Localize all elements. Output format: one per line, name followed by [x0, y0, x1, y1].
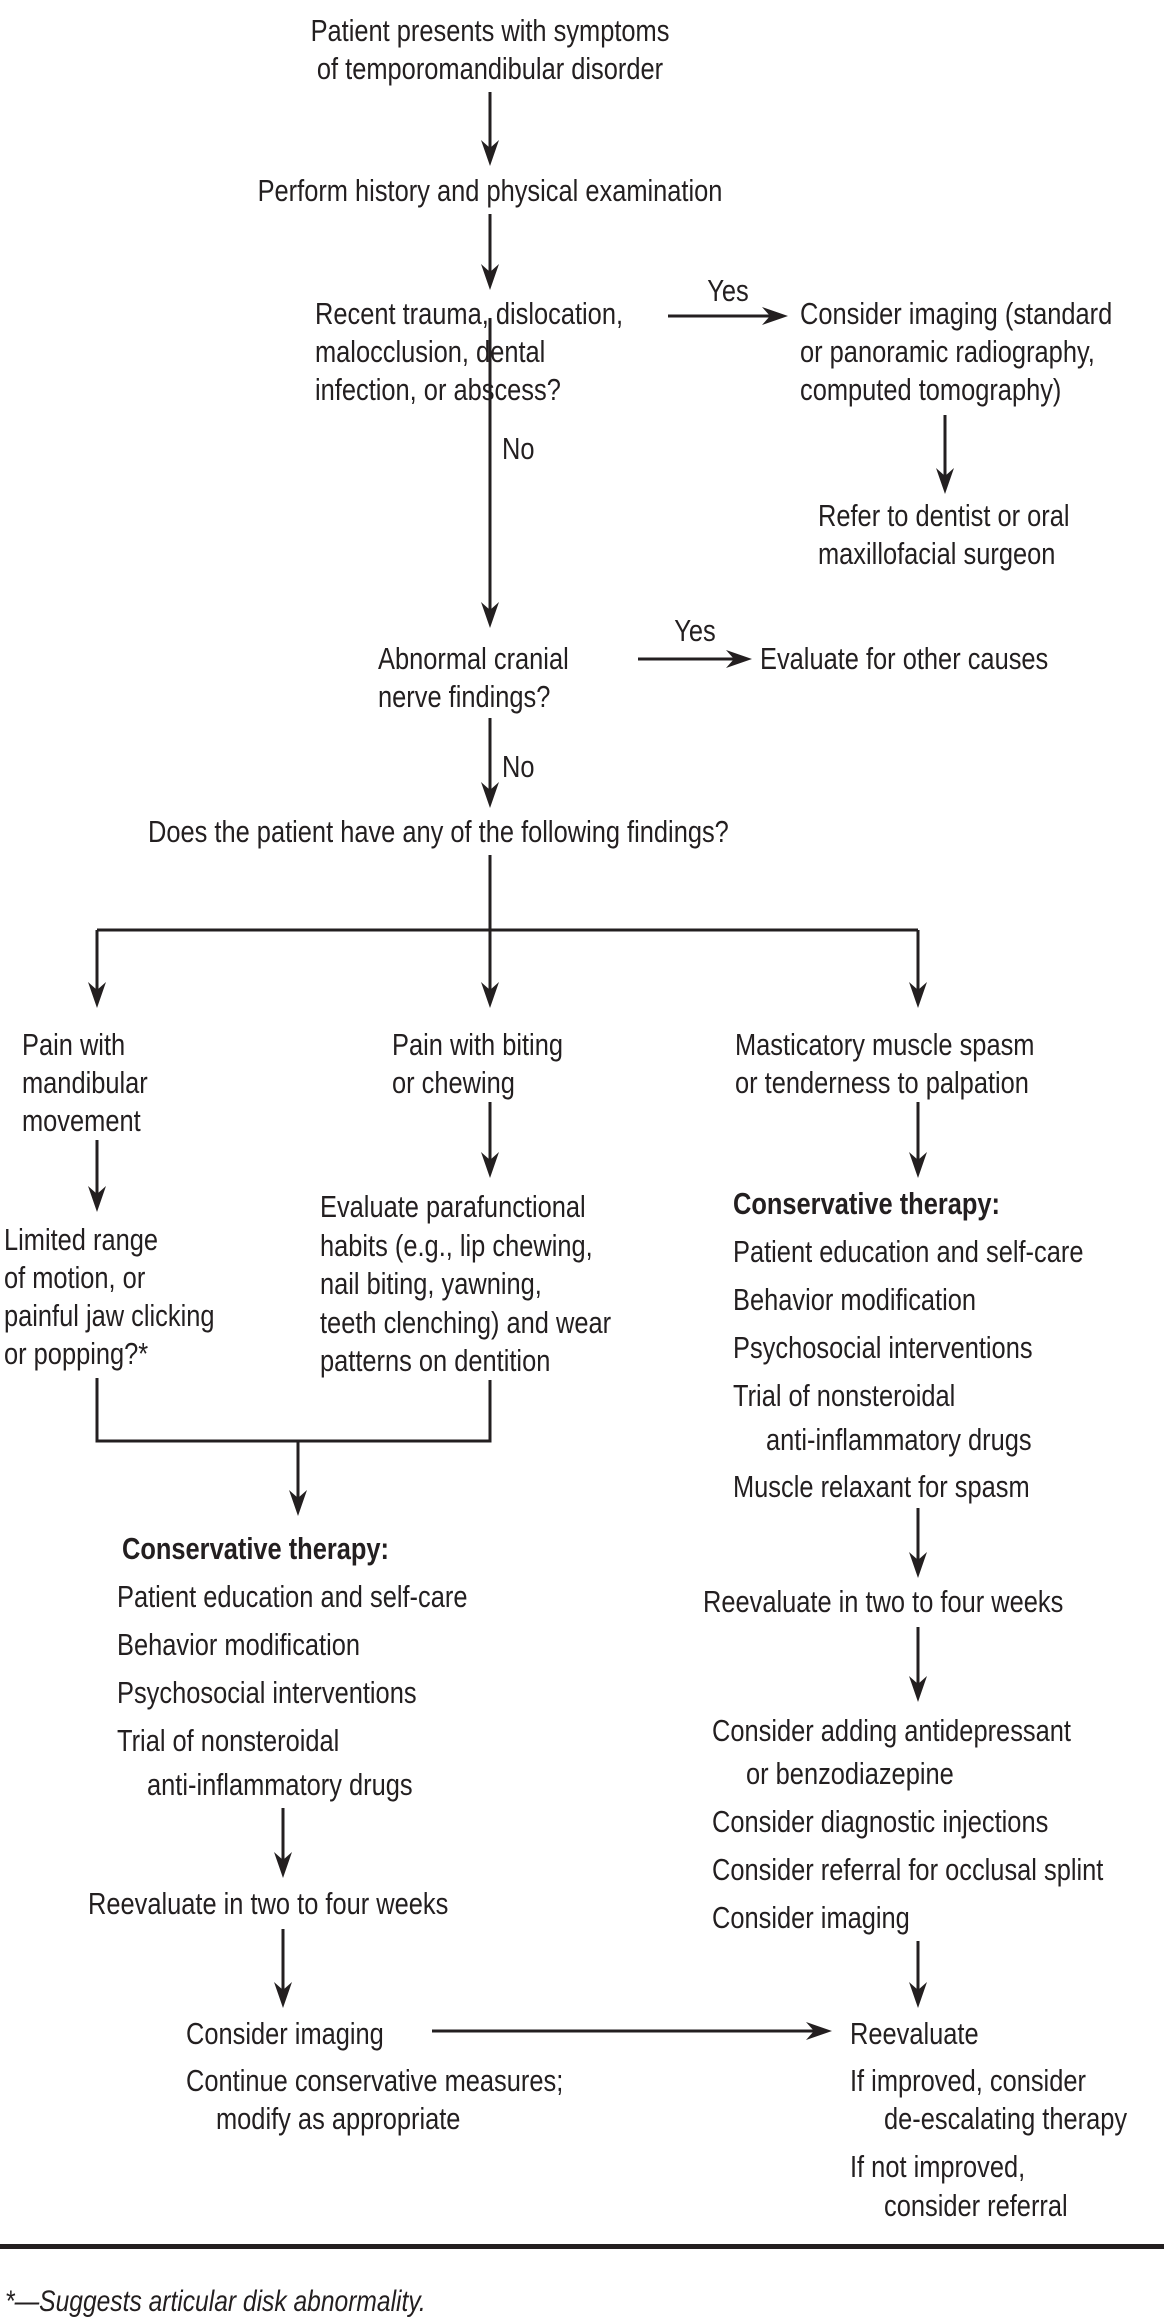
conservative-left-item4: Trial of nonsteroidal: [117, 1723, 340, 1758]
parafunctional-line3: nail biting, yawning,: [320, 1266, 542, 1301]
start-node-line1: Patient presents with symptoms: [310, 13, 670, 48]
consider-imaging-top-line3: computed tomography): [800, 372, 1062, 407]
findings-question-node: Does the patient have any of the followi…: [148, 814, 729, 849]
arrow-no-cranial: [481, 318, 499, 628]
parafunctional-line5: patterns on dentition: [320, 1343, 551, 1378]
arrow-yes-evaluate-other: [638, 650, 752, 668]
cranial-question-line1: Abnormal cranial: [378, 641, 569, 676]
arrow-start-history: [481, 92, 499, 166]
trauma-question-line1: Recent trauma, dislocation,: [315, 296, 624, 331]
arrow-imaging-reevaluate-final: [432, 2022, 832, 2040]
no-label-cranial: No: [502, 749, 535, 784]
conservative-right-title: Conservative therapy:: [733, 1186, 1001, 1221]
arrow-reevaluate-imaging-bottom: [274, 1929, 292, 2008]
consider-imaging-top-line2: or panoramic radiography,: [800, 334, 1095, 369]
limited-range-line1: Limited range: [4, 1222, 159, 1257]
parafunctional-line2: habits (e.g., lip chewing,: [320, 1228, 593, 1263]
conservative-right-item4-wrap: anti-inflammatory drugs: [766, 1422, 1032, 1457]
masticatory-line2: or tenderness to palpation: [735, 1065, 1029, 1100]
limited-range-line4: or popping?*: [4, 1336, 149, 1371]
parafunctional-line1: Evaluate parafunctional: [320, 1189, 586, 1224]
arrow-masticatory-conservative: [909, 1102, 927, 1178]
no-label-trauma: No: [502, 431, 535, 466]
outcome-line3: If not improved,: [850, 2149, 1026, 2184]
pain-biting-line1: Pain with biting: [392, 1027, 563, 1062]
cranial-question-line2: nerve findings?: [378, 679, 551, 714]
yes-label-cranial: Yes: [674, 613, 716, 648]
evaluate-other-node: Evaluate for other causes: [760, 641, 1049, 676]
continue-conservative-line1: Continue conservative measures;: [186, 2063, 564, 2098]
trauma-question-line3: infection, or abscess?: [315, 372, 561, 407]
branch-split: [88, 855, 927, 1008]
arrow-reevaluate-consider-block: [909, 1627, 927, 1702]
refer-dentist-line1: Refer to dentist or oral: [818, 498, 1070, 533]
limited-range-line3: painful jaw clicking: [4, 1298, 215, 1333]
conservative-right-item5: Muscle relaxant for spasm: [733, 1469, 1030, 1504]
conservative-left-item1: Patient education and self-care: [117, 1579, 468, 1614]
arrow-no-findings: [481, 718, 499, 808]
consider-block-line4: Consider referral for occlusal splint: [712, 1852, 1104, 1887]
conservative-right-item1: Patient education and self-care: [733, 1234, 1084, 1269]
outcome-line1: If improved, consider: [850, 2063, 1086, 2098]
masticatory-line1: Masticatory muscle spasm: [735, 1027, 1035, 1062]
arrow-yes-imaging: [668, 307, 788, 325]
parafunctional-line4: teeth clenching) and wear: [320, 1305, 612, 1340]
start-node-line2: of temporomandibular disorder: [316, 51, 664, 86]
conservative-right-item3: Psychosocial interventions: [733, 1330, 1033, 1365]
merge-bracket: [95, 1378, 492, 1516]
limited-range-line2: of motion, or: [4, 1260, 146, 1295]
reevaluate-final-node: Reevaluate: [850, 2016, 979, 2051]
reevaluate-right-node: Reevaluate in two to four weeks: [703, 1584, 1064, 1619]
consider-block-line2: or benzodiazepine: [746, 1756, 954, 1791]
conservative-left-item3: Psychosocial interventions: [117, 1675, 417, 1710]
consider-imaging-bottom-node: Consider imaging: [186, 2016, 384, 2051]
arrow-movement-limited: [88, 1140, 106, 1212]
history-node: Perform history and physical examination: [257, 173, 723, 208]
conservative-right-item4: Trial of nonsteroidal: [733, 1378, 956, 1413]
trauma-question-line2: malocclusion, dental: [315, 334, 546, 369]
pain-movement-line3: movement: [22, 1103, 141, 1138]
arrow-biting-parafunctional: [481, 1102, 499, 1178]
arrow-history-trauma: [481, 214, 499, 290]
consider-imaging-top-line1: Consider imaging (standard: [800, 296, 1113, 331]
refer-dentist-line2: maxillofacial surgeon: [818, 536, 1056, 571]
conservative-left-item4-wrap: anti-inflammatory drugs: [147, 1767, 413, 1802]
arrow-conservative-reevaluate-left: [274, 1808, 292, 1878]
continue-conservative-line2: modify as appropriate: [216, 2101, 461, 2136]
conservative-left-title: Conservative therapy:: [122, 1531, 390, 1566]
pain-movement-line2: mandibular: [22, 1065, 148, 1100]
outcome-line4: consider referral: [884, 2188, 1068, 2223]
conservative-right-item2: Behavior modification: [733, 1282, 977, 1317]
arrow-imaging-refer: [936, 415, 954, 494]
consider-block-line1: Consider adding antidepressant: [712, 1713, 1071, 1748]
outcome-line2: de-escalating therapy: [884, 2101, 1128, 2136]
arrow-conservative-reevaluate-right: [909, 1508, 927, 1578]
conservative-left-item2: Behavior modification: [117, 1627, 361, 1662]
consider-block-line5: Consider imaging: [712, 1900, 910, 1935]
consider-block-line3: Consider diagnostic injections: [712, 1804, 1049, 1839]
yes-label-trauma: Yes: [707, 273, 749, 308]
footnote-divider: [0, 2244, 1164, 2249]
arrow-consider-reevaluate-final: [909, 1941, 927, 2008]
footnote-text: *—Suggests articular disk abnormality.: [5, 2285, 426, 2318]
pain-biting-line2: or chewing: [392, 1065, 515, 1100]
reevaluate-left-node: Reevaluate in two to four weeks: [88, 1886, 449, 1921]
pain-movement-line1: Pain with: [22, 1027, 126, 1062]
